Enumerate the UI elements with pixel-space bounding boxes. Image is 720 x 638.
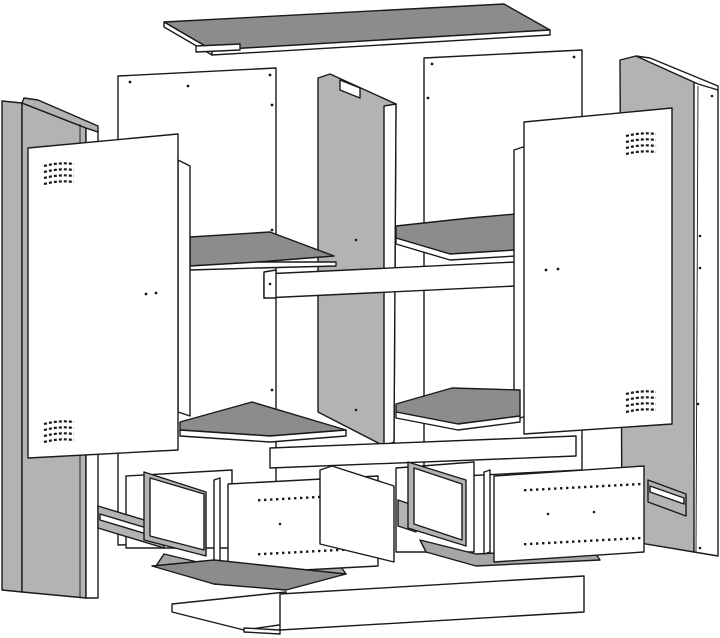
drawer-center-strip — [319, 465, 395, 563]
center-divider — [317, 73, 397, 447]
rail-upper — [263, 261, 517, 299]
vent-slots — [625, 132, 657, 156]
bottom-board — [151, 559, 347, 591]
door-right — [523, 107, 673, 435]
drawer-front-holes — [524, 482, 641, 546]
vent-slots — [625, 390, 657, 414]
shelf-upper-left — [189, 231, 337, 271]
shelf-lower-left — [179, 401, 347, 443]
vent-slots — [43, 162, 75, 186]
drawer-right — [407, 461, 645, 567]
shelf-upper-right — [395, 213, 517, 261]
top-panel — [163, 3, 551, 56]
plinth — [171, 575, 585, 635]
drawer-runner-right — [647, 479, 687, 517]
vent-slots — [43, 420, 75, 444]
rail-lower — [269, 435, 577, 469]
shelf-lower-right — [395, 387, 521, 431]
door-jamb-left — [177, 159, 191, 417]
door-left — [27, 133, 179, 459]
